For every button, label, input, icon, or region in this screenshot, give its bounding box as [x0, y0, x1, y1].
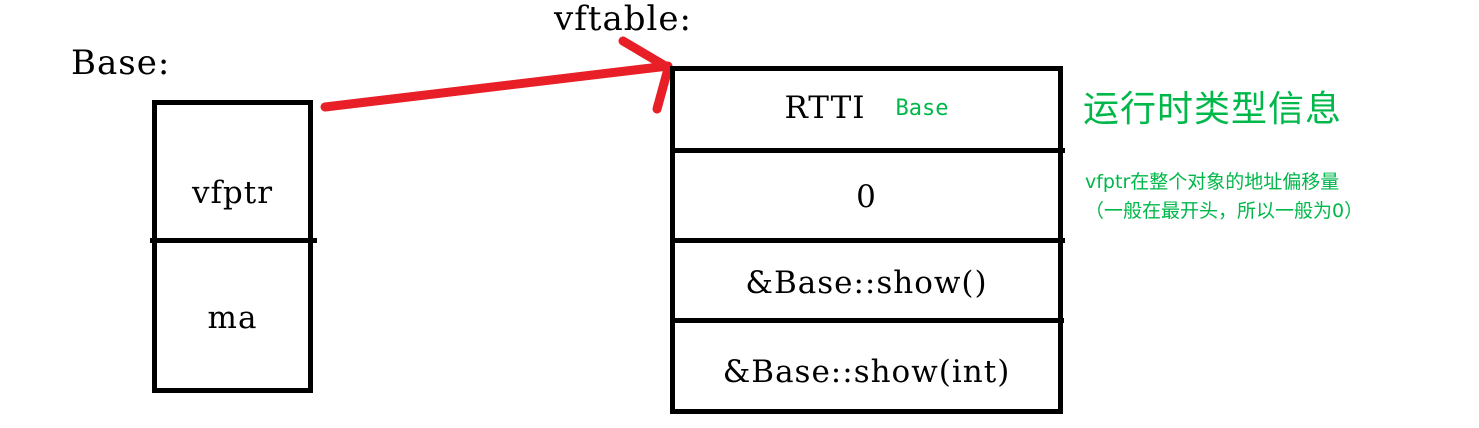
annotation-offset-note: vfptr在整个对象的地址偏移量 （一般在最开头，所以一般为0）	[1085, 168, 1363, 227]
vftable-label: vftable:	[554, 0, 692, 39]
vftable-row-show-void: &Base::show()	[745, 265, 988, 301]
annotation-offset-line-1: vfptr在整个对象的地址偏移量	[1085, 171, 1340, 193]
vftable-row-rtti-label: RTTI	[784, 90, 866, 126]
vftable-divider-1	[672, 148, 1065, 153]
object-cell-vfptr: vfptr	[191, 175, 274, 211]
object-cell-ma: ma	[207, 300, 258, 336]
annotation-rtti-meaning: 运行时类型信息	[1083, 89, 1343, 130]
object-box	[152, 100, 313, 393]
vftable-row-rtti-type-tag: Base	[895, 96, 949, 121]
arrow-right-up-icon	[320, 36, 673, 114]
vftable-row-show-int: &Base::show(int)	[722, 354, 1011, 390]
vftable-row-rtti: RTTI Base	[670, 90, 1063, 126]
vftable-divider-3	[671, 318, 1064, 323]
annotation-offset-line-2: （一般在最开头，所以一般为0）	[1085, 200, 1364, 223]
vftable-divider-2	[670, 238, 1065, 243]
object-box-label: Base:	[71, 43, 171, 83]
vftable-row-offset: 0	[856, 179, 877, 215]
object-box-divider	[150, 238, 317, 243]
